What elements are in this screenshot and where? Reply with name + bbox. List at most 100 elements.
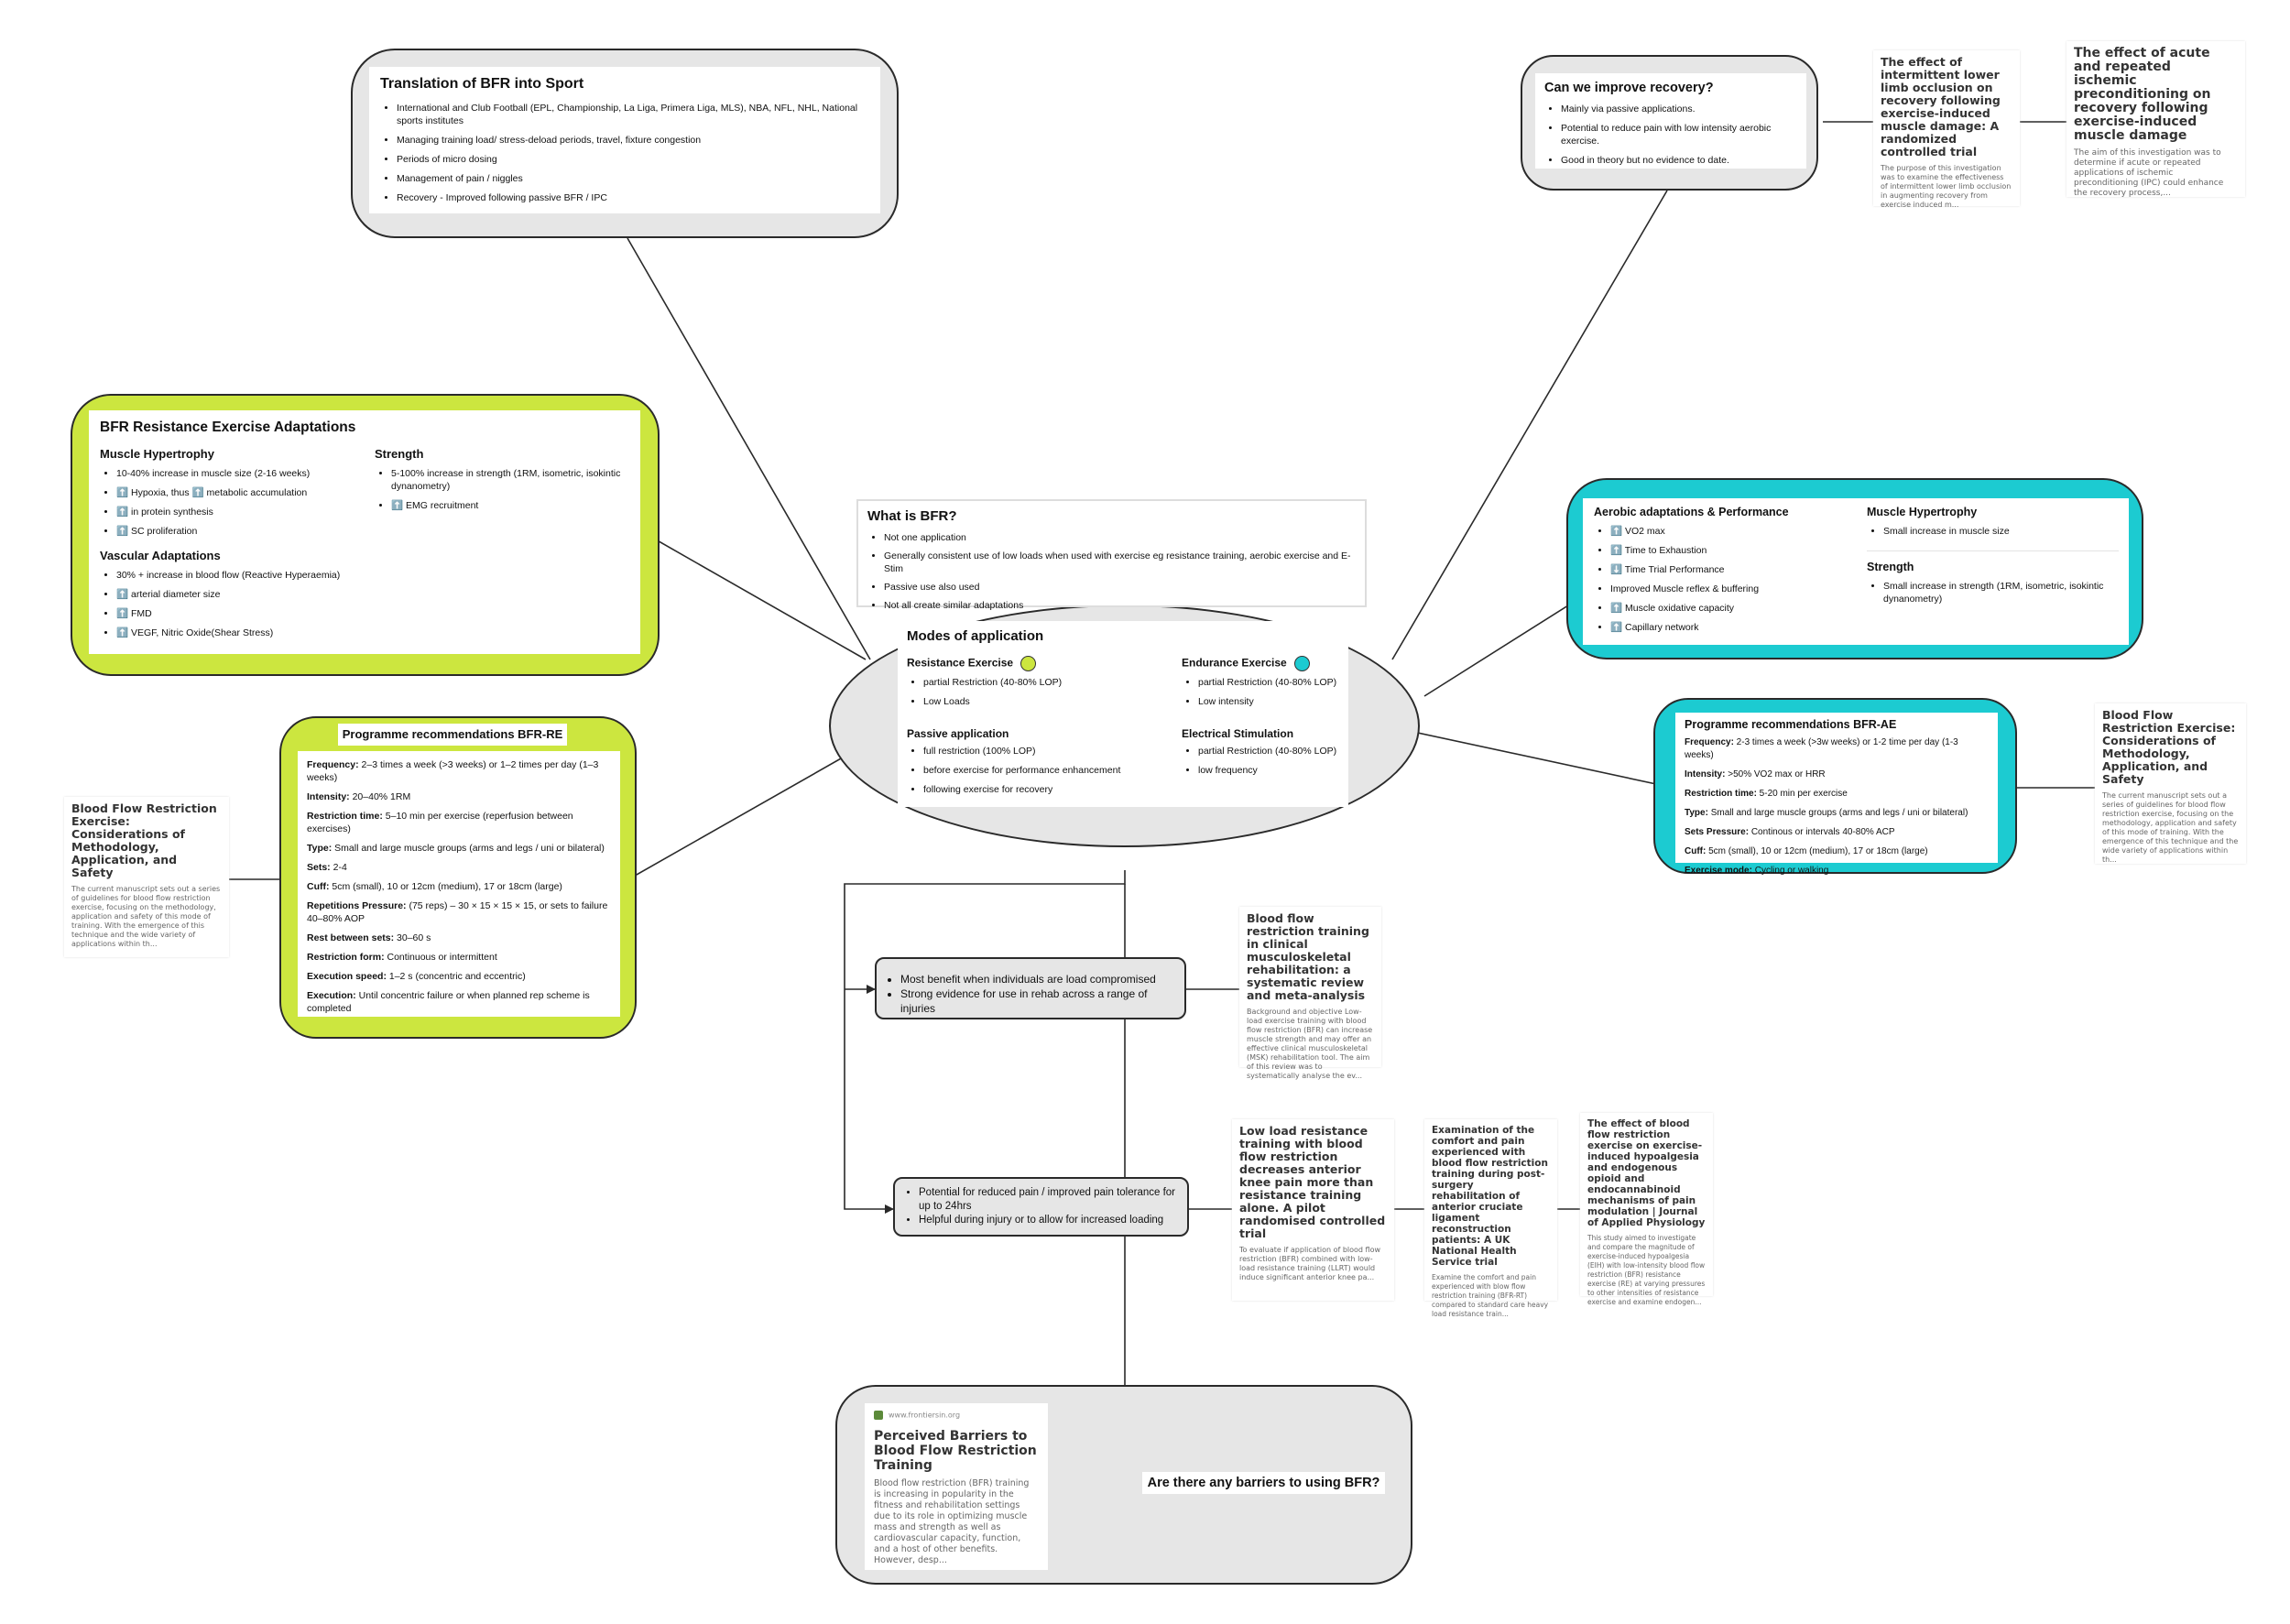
estim-mode: Electrical Stimulation partial Restricti…: [1182, 727, 1347, 783]
bfr-re-row: Repetitions Pressure: (75 reps) – 30 × 1…: [307, 900, 608, 924]
translation-card: Translation of BFR into Sport Internatio…: [369, 67, 880, 213]
vascular-title: Vascular Adaptations: [100, 549, 221, 562]
bfr-re-row: Rest between sets: 30–60 s: [307, 932, 431, 943]
translation-list: International and Club Football (EPL, Ch…: [380, 102, 869, 204]
list-item: full restriction (100% LOP): [923, 745, 1145, 758]
barriers-question: Are there any barriers to using BFR?: [1142, 1472, 1385, 1494]
citation-pain-3[interactable]: The effect of blood flow restriction exe…: [1580, 1113, 1713, 1306]
rehab-note-1: Most benefit when individuals are load c…: [875, 957, 1186, 1019]
list-item: Managing training load/ stress-deload pe…: [397, 134, 869, 147]
citation-recovery-1[interactable]: The effect of intermittent lower limb oc…: [1873, 50, 2020, 209]
aerobic-section: Aerobic adaptations & Performance ⬆️ VO2…: [1594, 506, 1850, 640]
list-item: Low intensity: [1198, 695, 1347, 708]
list-item: 5-100% increase in strength (1RM, isomet…: [391, 467, 631, 493]
divider: [1867, 550, 2119, 551]
recovery-card: Can we improve recovery? Mainly via pass…: [1535, 73, 1806, 169]
bfr-ae-card: Programme recommendations BFR-AE Frequen…: [1675, 713, 1998, 876]
list-item: ⬆️ arterial diameter size: [116, 588, 365, 601]
resistance-mode-title: Resistance Exercise: [907, 656, 1014, 670]
barriers-group: www.frontiersin.org Perceived Barriers t…: [835, 1385, 1412, 1585]
barriers-citation[interactable]: www.frontiersin.org Perceived Barriers t…: [865, 1403, 1048, 1570]
what-is-bfr-card: What is BFR? Not one application General…: [856, 499, 1367, 611]
list-item: ⬆️ FMD: [116, 607, 365, 620]
citation-desc: To evaluate if application of blood flow…: [1239, 1246, 1381, 1281]
citation-methodology-left[interactable]: Blood Flow Restriction Exercise: Conside…: [64, 797, 229, 957]
citation-title: The effect of acute and repeated ischemi…: [2074, 46, 2211, 143]
bfr-re-group: Programme recommendations BFR-RE Frequen…: [279, 716, 637, 1039]
list-item: Management of pain / niggles: [397, 172, 869, 185]
recovery-group: Can we improve recovery? Mainly via pass…: [1521, 55, 1818, 191]
aerobic-hypertrophy-title: Muscle Hypertrophy: [1867, 506, 1978, 518]
resistance-mode: Resistance Exercise partial Restriction …: [907, 656, 1118, 714]
bfr-re-row: Type: Small and large muscle groups (arm…: [307, 843, 605, 854]
list-item: Periods of micro dosing: [397, 153, 869, 166]
list-item: ⬆️ in protein synthesis: [116, 506, 365, 518]
list-item: Improved Muscle reflex & buffering: [1610, 583, 1850, 595]
list-item: Small increase in strength (1RM, isometr…: [1883, 580, 2119, 605]
list-item: Mainly via passive applications.: [1561, 103, 1797, 115]
citation-desc: The current manuscript sets out a series…: [71, 885, 221, 948]
bfr-ae-row: Exercise mode: Cycling or walking: [1685, 866, 1829, 876]
list-item: ⬆️ Capillary network: [1610, 621, 1850, 634]
list-item: Helpful during injury or to allow for in…: [919, 1214, 1176, 1227]
bfr-re-card: Frequency: 2–3 times a week (>3 weeks) o…: [298, 751, 620, 1017]
teal-dot-icon: [1293, 656, 1310, 671]
bfr-re-title: Programme recommendations BFR-RE: [338, 724, 567, 746]
citation-title: The effect of blood flow restriction exe…: [1587, 1118, 1706, 1228]
aerobic-adaptations-group: Aerobic adaptations & Performance ⬆️ VO2…: [1566, 478, 2143, 659]
green-dot-icon: [1020, 656, 1037, 671]
frontiers-logo-icon: [874, 1411, 883, 1420]
bfr-ae-row: Intensity: >50% VO2 max or HRR: [1685, 769, 1826, 779]
citation-desc: This study aimed to investigate and comp…: [1587, 1234, 1706, 1306]
bfr-ae-row: Frequency: 2-3 times a week (>3w weeks) …: [1685, 737, 1958, 760]
citation-rehab[interactable]: Blood flow restriction training in clini…: [1239, 907, 1381, 1080]
bfr-ae-row: Cuff: 5cm (small), 10 or 12cm (medium), …: [1685, 846, 1928, 856]
estim-mode-title: Electrical Stimulation: [1182, 727, 1294, 740]
citation-desc: The current manuscript sets out a series…: [2102, 791, 2239, 864]
bfr-re-row: Intensity: 20–40% 1RM: [307, 791, 411, 802]
recovery-list: Mainly via passive applications. Potenti…: [1544, 103, 1797, 167]
list-item: ⬆️ SC proliferation: [116, 525, 365, 538]
list-item: Small increase in muscle size: [1883, 525, 2119, 538]
resistance-adaptations-group: BFR Resistance Exercise Adaptations Musc…: [71, 394, 660, 676]
list-item: Strong evidence for use in rehab across …: [900, 986, 1173, 1016]
list-item: partial Restriction (40-80% LOP): [923, 676, 1118, 689]
list-item: 10-40% increase in muscle size (2-16 wee…: [116, 467, 365, 480]
list-item: Most benefit when individuals are load c…: [900, 972, 1173, 986]
modes-card: Modes of application Resistance Exercise…: [898, 621, 1348, 807]
passive-mode: Passive application full restriction (10…: [907, 727, 1145, 802]
list-item: before exercise for performance enhancem…: [923, 764, 1145, 777]
bfr-re-row: Restriction time: 5–10 min per exercise …: [307, 811, 573, 834]
list-item: partial Restriction (40-80% LOP): [1198, 676, 1347, 689]
citation-pain-2[interactable]: Examination of the comfort and pain expe…: [1424, 1119, 1557, 1318]
list-item: Potential to reduce pain with low intens…: [1561, 122, 1797, 147]
translation-group: Translation of BFR into Sport Internatio…: [351, 49, 899, 238]
barriers-desc: Blood flow restriction (BFR) training is…: [874, 1478, 1030, 1565]
rehab-note-2: Potential for reduced pain / improved pa…: [893, 1177, 1189, 1237]
citation-desc: Background and objective Low-load exerci…: [1247, 1008, 1373, 1080]
bfr-re-row: Cuff: 5cm (small), 10 or 12cm (medium), …: [307, 881, 562, 892]
list-item: ⬆️ EMG recruitment: [391, 499, 631, 512]
bfr-ae-row: Sets Pressure: Continous or intervals 40…: [1685, 827, 1895, 837]
bfr-re-row: Sets: 2-4: [307, 862, 347, 873]
citation-title: Blood flow restriction training in clini…: [1247, 911, 1369, 1002]
recovery-title: Can we improve recovery?: [1544, 81, 1714, 95]
list-item: low frequency: [1198, 764, 1347, 777]
list-item: Not one application: [884, 531, 1356, 544]
bfr-re-row: Restriction form: Continuous or intermit…: [307, 952, 497, 963]
bfr-ae-row: Type: Small and large muscle groups (arm…: [1685, 808, 1968, 818]
list-item: 30% + increase in blood flow (Reactive H…: [116, 569, 365, 582]
endurance-mode: Endurance Exercise partial Restriction (…: [1182, 656, 1347, 714]
list-item: ⬆️ VEGF, Nitric Oxide(Shear Stress): [116, 627, 365, 639]
citation-title: Blood Flow Restriction Exercise: Conside…: [2102, 708, 2236, 786]
list-item: ⬆️ Muscle oxidative capacity: [1610, 602, 1850, 615]
citation-pain-1[interactable]: Low load resistance training with blood …: [1232, 1119, 1394, 1301]
list-item: Passive use also used: [884, 581, 1356, 594]
citation-methodology-right[interactable]: Blood Flow Restriction Exercise: Conside…: [2095, 703, 2246, 864]
hypertrophy-section: Muscle Hypertrophy 10-40% increase in mu…: [100, 447, 365, 646]
what-title: What is BFR?: [867, 508, 957, 524]
citation-recovery-2[interactable]: The effect of acute and repeated ischemi…: [2066, 41, 2245, 198]
citation-desc: The aim of this investigation was to det…: [2074, 148, 2224, 198]
aerobic-strength-title: Strength: [1867, 561, 1914, 573]
citation-title: Low load resistance training with blood …: [1239, 1124, 1386, 1240]
